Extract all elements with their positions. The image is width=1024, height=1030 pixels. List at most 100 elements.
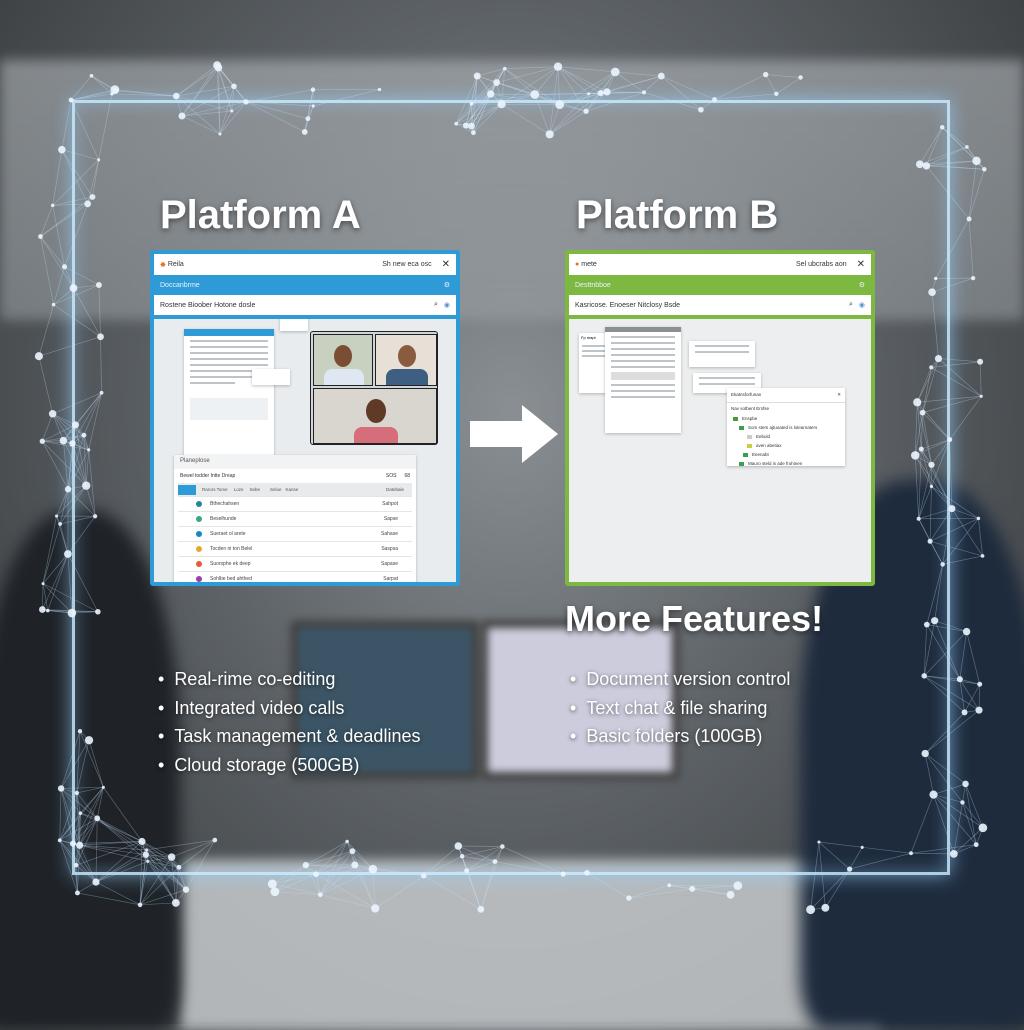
search-text[interactable]: Kasricose. Enoeser Nitclosy Bsde [575, 302, 849, 309]
settings-icon[interactable]: ⚙ [444, 281, 450, 289]
status-dot [196, 531, 202, 537]
comment-bubble [252, 369, 290, 385]
more-features-label: More Features! [565, 598, 823, 640]
folder-label: Som stem ajtuoated is lolearnaters [748, 425, 817, 430]
status-dot [196, 561, 202, 567]
col-header: Kanse [285, 487, 386, 492]
globe-icon[interactable]: ◉ [444, 301, 450, 309]
feature-item: Document version control [570, 665, 790, 694]
platform-b-window: ● mete Sel ubcrabs aon ✕ Desttnbboe ⚙ Kas… [565, 250, 875, 586]
search-bar: Rostene Bioober Hotone dosle⌕ ◉ [154, 295, 456, 315]
document-card [184, 329, 274, 459]
close-icon[interactable]: ✕ [837, 392, 841, 398]
folder-icon [747, 444, 752, 448]
nav-bar: Desttnbboe ⚙ [569, 275, 871, 295]
folder-item[interactable]: Mauro steld is ade frohinen [727, 459, 845, 468]
settings-icon[interactable]: ⚙ [859, 281, 865, 289]
nav-label[interactable]: Doccanbrme [160, 282, 200, 289]
title-bar: ✸ Reila Sh new eca osc ✕ [154, 254, 456, 275]
comment-bubble [280, 319, 308, 331]
col-header: Selue [270, 487, 282, 492]
feature-item: Real-rime co-editing [158, 665, 420, 694]
app-logo-icon: ● [575, 261, 579, 268]
platform-a-features: Real-rime co-editingIntegrated video cal… [158, 665, 420, 779]
feature-item: Basic folders (100GB) [570, 722, 790, 751]
title-bar-info: Sh new eca osc [382, 261, 431, 268]
platform-b-title: Platform B [576, 193, 778, 238]
globe-icon[interactable]: ◉ [859, 301, 865, 309]
col-header: Datebale [386, 487, 404, 492]
status-dot [196, 576, 202, 582]
app-name: mete [581, 261, 597, 268]
feature-item: Cloud storage (500GB) [158, 751, 420, 780]
task-name: Suorsphe ek deep [210, 561, 381, 567]
folder-item[interactable]: Eeenabt [727, 450, 845, 459]
folder-label: Eebuld [756, 434, 770, 439]
status-dot [196, 501, 202, 507]
table-caption: Bewel todder Intte Dreap [180, 473, 386, 479]
task-name: Sohlbe bed ahthed [210, 576, 383, 582]
task-date: Sapse [384, 516, 398, 522]
app-name: Reila [168, 261, 184, 268]
col-header: Sebe [249, 487, 260, 492]
platform-a-title: Platform A [160, 193, 361, 238]
arrow-right-icon [470, 405, 560, 465]
search-icon[interactable]: ⌕ [849, 301, 853, 309]
col-header: Loze [234, 487, 244, 492]
task-date: Sarpat [383, 576, 398, 582]
platform-b-features: Document version controlText chat & file… [570, 665, 790, 751]
task-name: Beselhunde [210, 516, 384, 522]
folder-item[interactable]: Enspbe [727, 414, 845, 423]
search-icon[interactable]: ⌕ [434, 301, 438, 309]
version-card [689, 341, 755, 367]
close-icon[interactable]: ✕ [857, 259, 865, 270]
video-tile [313, 388, 437, 444]
nav-label[interactable]: Desttnbboe [575, 282, 611, 289]
folder-icon [733, 417, 738, 421]
col-header: Rarors Tome [202, 487, 228, 492]
task-date: Sapase [381, 561, 398, 567]
folder-label: Enspbe [742, 416, 757, 421]
folder-item[interactable]: Eebuld [727, 432, 845, 441]
video-tile [375, 334, 437, 386]
video-tile [313, 334, 373, 386]
document-card [605, 327, 681, 433]
folder-icon [743, 453, 748, 457]
task-date: Saspsa [381, 546, 398, 552]
folder-label: Eeenabt [752, 452, 769, 457]
platform-a-window: ✸ Reila Sh new eca osc ✕ Doccanbrme ⚙ Ros… [150, 250, 460, 586]
video-call-panel [310, 331, 438, 445]
workspace: Fp mapt Ekatnsforfunan✕ Nav sotbent Ersf… [569, 319, 871, 582]
folder-icon [739, 462, 744, 466]
status-dot [196, 516, 202, 522]
feature-item: Text chat & file sharing [570, 694, 790, 723]
feature-item: Task management & deadlines [158, 722, 420, 751]
folder-item[interactable]: Som stem ajtuoated is lolearnaters [727, 423, 845, 432]
folder-label: Mauro steld is ade frohinen [748, 461, 802, 466]
folder-label: aven abetiax [756, 443, 782, 448]
close-icon[interactable]: ✕ [442, 259, 450, 270]
folder-popup: Ekatnsforfunan✕ Nav sotbent Ersfse Enspb… [727, 388, 845, 466]
task-name: Tocden ni ton Belel [210, 546, 381, 552]
title-bar-info: Sel ubcrabs aon [796, 261, 847, 268]
task-date: Sahpot [382, 501, 398, 507]
count: SOS [386, 473, 397, 479]
search-bar: Kasricose. Enoeser Nitclosy Bsde⌕ ◉ [569, 295, 871, 315]
table-tab-button[interactable] [178, 485, 196, 495]
task-name: Bthechahsen [210, 501, 382, 507]
status-dot [196, 546, 202, 552]
popup-subtitle: Nav sotbent Ersfse [727, 403, 845, 414]
folder-item[interactable]: aven abetiax [727, 441, 845, 450]
search-text[interactable]: Rostene Bioober Hotone dosle [160, 302, 434, 309]
task-date: Sahase [381, 531, 398, 537]
count: 68 [404, 473, 410, 479]
